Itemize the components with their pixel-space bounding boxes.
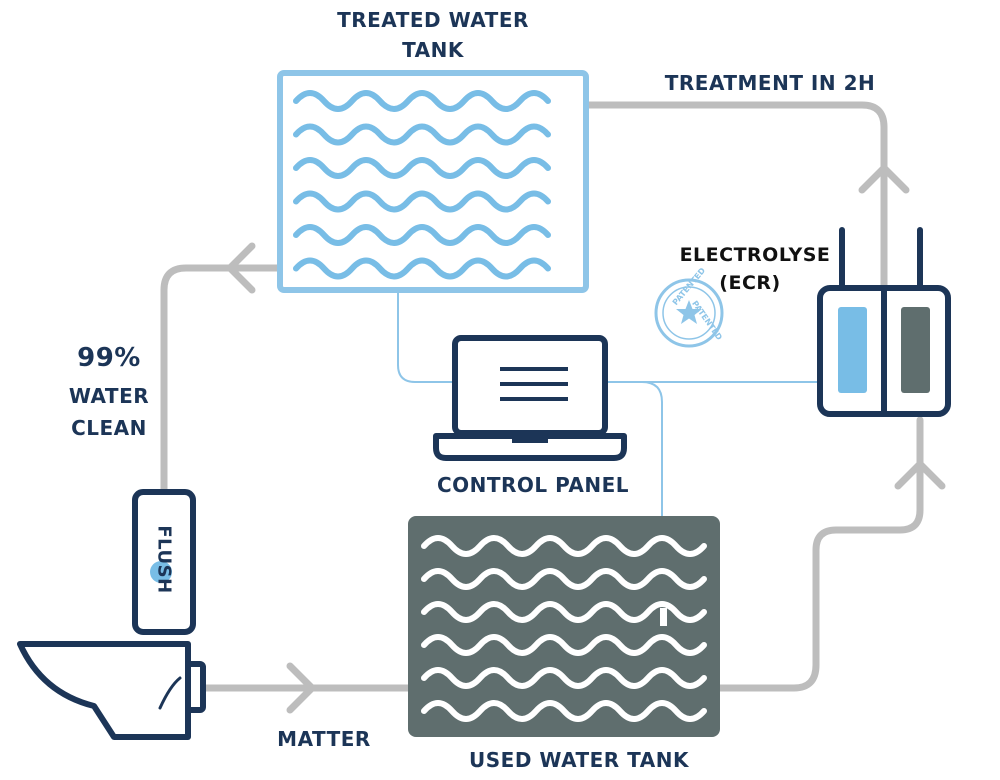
electrolyse-label-line2: (ECR) (719, 272, 781, 294)
chevron-arrow-icon (226, 242, 256, 294)
wave-line (421, 634, 707, 656)
control-panel-label: CONTROL PANEL (436, 473, 630, 497)
wave-line (421, 667, 707, 689)
patent-stamp-icon (654, 278, 724, 348)
used-tank-label: USED WATER TANK (469, 748, 689, 772)
pipe-flush-to-treated (160, 264, 284, 496)
wave-line (293, 224, 551, 246)
wave-line (421, 601, 707, 623)
clean-percent-label: 99% (77, 343, 141, 373)
electrolyse-label-line1: ELECTROLYSE (679, 244, 831, 266)
treated-tank-title-line1: TREATED WATER (337, 8, 529, 32)
pipe-network (160, 101, 924, 692)
clean-label-line2: CLEAN (71, 416, 147, 440)
chevron-arrow-icon (858, 164, 910, 194)
electrolysis-cell-icon (817, 227, 951, 417)
patented-text-bottom: PATENTED (690, 299, 724, 342)
toilet-icon (17, 641, 206, 740)
wave-line (421, 568, 707, 590)
matter-label: MATTER (277, 727, 371, 751)
chevron-arrow-icon (894, 460, 946, 490)
wave-line (293, 190, 551, 213)
wave-line (421, 535, 707, 557)
flush-label: FLUSH (153, 525, 175, 594)
chevron-arrow-icon (286, 662, 316, 714)
flush-button-icon (132, 489, 196, 635)
wave-line (293, 123, 551, 146)
pipe-treated-to-ecr (582, 101, 888, 294)
wave-line (293, 157, 551, 179)
laptop-icon (433, 335, 627, 461)
treated-tank-title-line2: TANK (402, 38, 464, 62)
water-tank-icon (277, 70, 589, 293)
control-wires (397, 290, 820, 516)
pipe-ecr-to-used (716, 416, 924, 692)
wave-line (293, 257, 551, 280)
clean-label-line1: WATER (68, 384, 150, 408)
patented-stamp-text: PATENTED PATENTED (656, 266, 724, 342)
wire-treated-to-panel (397, 290, 455, 383)
water-tank-icon (408, 516, 720, 737)
wave-line (293, 90, 551, 112)
flow-arrows (226, 164, 946, 714)
treatment-time-label: TREATMENT IN 2H (664, 71, 876, 95)
wire-panel-to-used (605, 381, 663, 516)
wave-line (421, 700, 707, 722)
